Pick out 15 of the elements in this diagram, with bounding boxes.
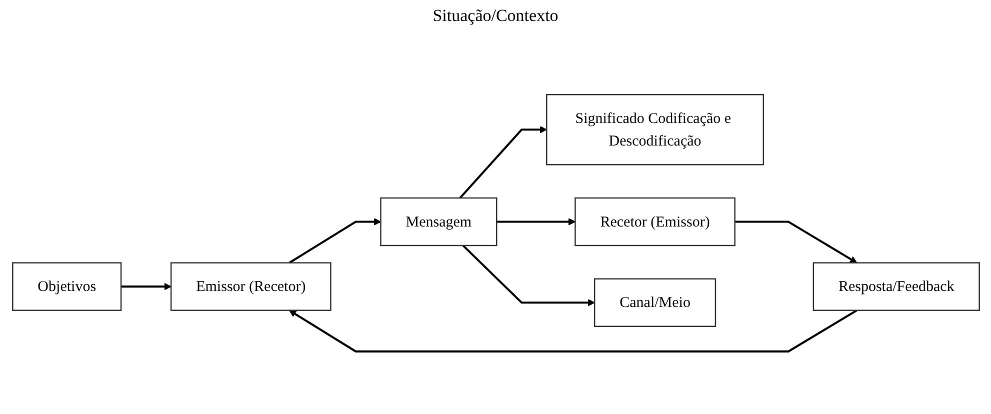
node-box: Canal/Meio xyxy=(593,278,716,327)
arrow xyxy=(458,126,546,199)
arrow xyxy=(288,218,381,264)
arrow xyxy=(496,218,576,226)
arrow xyxy=(120,282,171,290)
context-label: Situação/Contexto xyxy=(432,6,558,25)
arrow xyxy=(462,244,594,306)
node-box: Mensagem xyxy=(380,197,497,246)
arrow xyxy=(288,309,857,352)
node-box: Resposta/Feedback xyxy=(812,262,980,311)
node-box: Objetivos xyxy=(12,262,122,311)
node-box: Significado Codificação e Descodificação xyxy=(546,94,764,166)
arrow xyxy=(734,220,857,264)
node-box: Recetor (Emissor) xyxy=(574,197,735,246)
node-box: Emissor (Recetor) xyxy=(170,262,331,311)
